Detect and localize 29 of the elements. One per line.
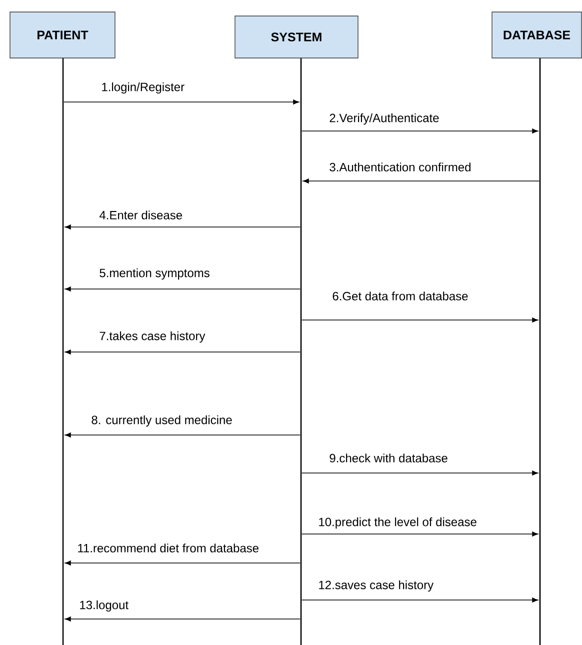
message-label: 5.mention symptoms [100, 268, 210, 280]
message-arrow [64, 100, 300, 104]
message-arrow [302, 470, 538, 476]
message-arrow [64, 432, 300, 438]
message-arrow [302, 318, 538, 322]
message-arrow [302, 532, 538, 536]
message-arrow [64, 560, 300, 566]
message-arrow [64, 350, 300, 354]
participant-box: PATIENT [10, 12, 116, 58]
message-label: 12.saves case history [319, 580, 434, 592]
message-arrow [64, 224, 300, 230]
message-arrow [302, 598, 538, 602]
message-label: 8. currently used medicine [92, 415, 232, 427]
message-arrow [302, 128, 538, 134]
message-label: 4.Enter disease [99, 210, 182, 220]
participant-box: SYSTEM [234, 16, 358, 58]
message-arrow [302, 178, 540, 184]
message-label: 7.takes case history [100, 331, 206, 343]
message-label: 11.recommend diet from database [78, 544, 258, 552]
message-label: 10.predict the level of disease [319, 517, 476, 529]
message-arrow [64, 616, 300, 622]
message-label: 1.login/Register [102, 82, 184, 94]
message-label: 2.Verify/Authenticate [330, 113, 439, 125]
message-label: 3.Authentication confirmed [330, 162, 470, 172]
message-label: 6.Get data from database [332, 292, 468, 300]
message-label: 9.check with database [330, 454, 448, 462]
participant-box: DATABASE [492, 12, 582, 58]
message-arrow [64, 286, 300, 292]
message-label: 13.logout [80, 600, 128, 612]
